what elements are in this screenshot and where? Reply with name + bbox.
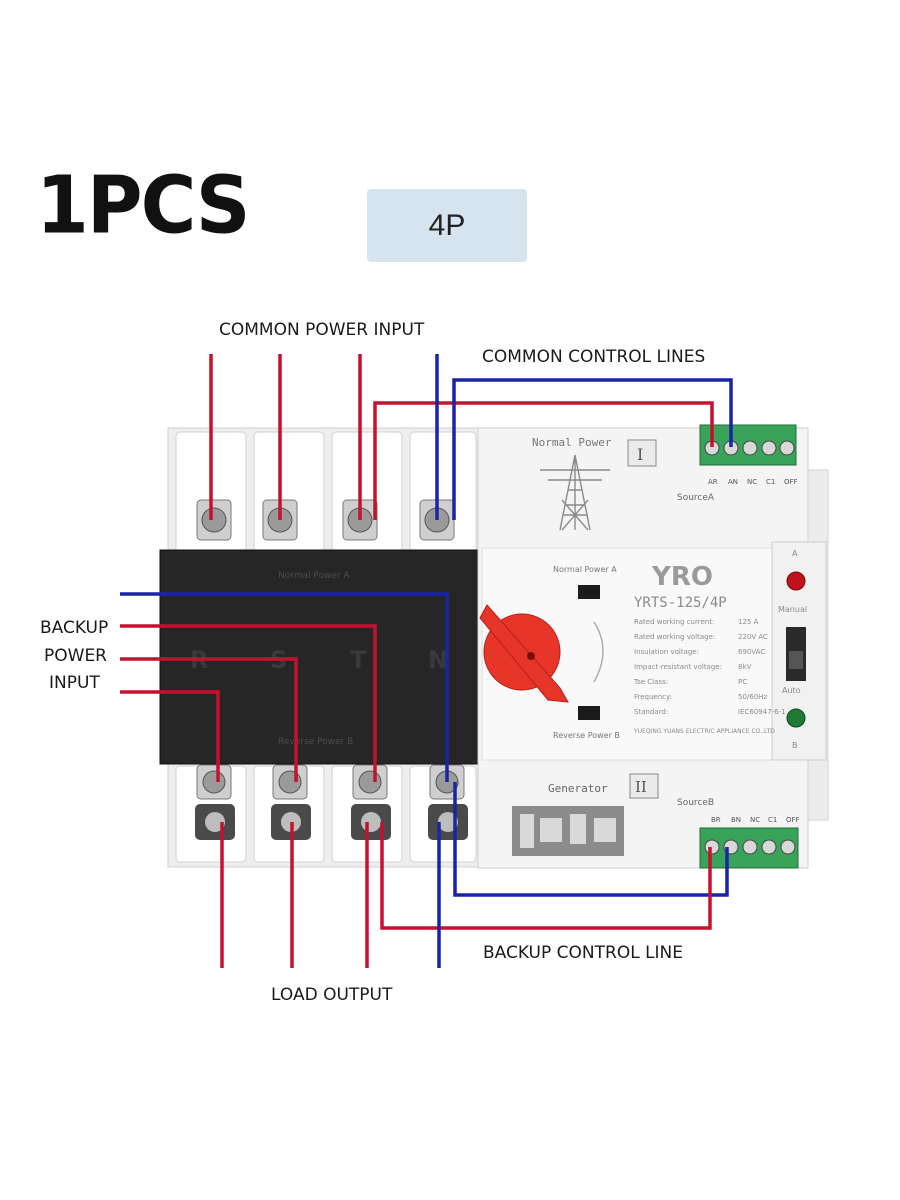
backup-input-wire [120, 657, 298, 782]
terminal-a-label: C1 [766, 478, 775, 486]
backup-control-wire-red [380, 822, 712, 930]
normal-power-module: Normal Power I SourceA [532, 436, 715, 531]
backup-control-wire-blue [453, 782, 729, 897]
spec-key: Insulation voltage: [634, 648, 699, 656]
power-wires [120, 354, 733, 968]
load-output-label: LOAD OUTPUT [271, 985, 393, 1005]
common-control-lines-label: COMMON CONTROL LINES [482, 347, 706, 367]
terminal-b-label: OFF [786, 816, 800, 824]
cover-reverse-power-label: Reverse Power B [278, 737, 353, 747]
panel-reverse-power-label: Reverse Power B [553, 731, 620, 740]
spec-key: Rated working current: [634, 618, 714, 626]
manual-label: Manual [778, 605, 807, 614]
spec-value: 8kV [738, 663, 752, 671]
panel-normal-power-label: Normal Power A [553, 565, 617, 574]
indicator-b-label: B [792, 741, 798, 750]
maker-name: YUEQING YUANS ELECTRIC APPLIANCE CO.,LTD [633, 728, 775, 735]
common-control-wire-red [373, 401, 714, 520]
common-power-input-label: COMMON POWER INPUT [219, 320, 425, 340]
terminal-a-label: AR [708, 478, 718, 486]
terminal-b-label: C1 [768, 816, 777, 824]
quantity-label: 1PCS [36, 157, 251, 252]
pole-badge: 4P [367, 189, 527, 262]
spec-key: Standard: [634, 708, 668, 716]
common-control-wire-blue [452, 378, 733, 520]
brand-logo: YRO [651, 562, 713, 592]
generator-title: Generator [548, 782, 608, 795]
spec-key: Frequency: [634, 693, 672, 701]
spec-value: 50/60Hz [738, 693, 767, 701]
model-number: YRTS-125/4P [634, 595, 727, 611]
spec-table: Rated working current: 125 A Rated working… [633, 618, 786, 716]
phase-letter: N [428, 646, 448, 674]
lamp-a [786, 571, 806, 591]
source-a-label: SourceA [677, 493, 715, 503]
terminal-a-label: NC [747, 478, 757, 486]
generator-icon [512, 806, 624, 856]
control-terminal-a: AR AN NC C1 OFF [699, 424, 798, 486]
bottom-terminal-screws [195, 764, 468, 840]
spec-value: 220V AC [738, 633, 768, 641]
rotate-arrow-icon [593, 621, 604, 683]
roman-two: II [635, 778, 647, 796]
spec-key: Tse Class: [633, 678, 668, 686]
terminal-a-label: OFF [784, 478, 798, 486]
spec-value: PC [738, 678, 747, 686]
terminal-b-label: NC [750, 816, 760, 824]
normal-power-title: Normal Power [532, 436, 612, 449]
roman-one: I [637, 445, 643, 464]
indicator-a-label: A [792, 549, 798, 558]
backup-input-wire [120, 690, 220, 782]
control-panel: Normal Power A Reverse Power B YRO YRTS-… [479, 541, 827, 761]
generator-module: Generator II SourceB [512, 773, 714, 856]
switch-device: R S T N Normal Power A Reverse Power B N… [159, 424, 829, 869]
spec-value: 125 A [738, 618, 759, 626]
spec-value: 690VAC [738, 648, 765, 656]
phase-letter: T [350, 646, 367, 674]
spec-key: Rated working voltage: [634, 633, 715, 641]
terminal-a-label: AN [728, 478, 738, 486]
transmission-tower-icon [540, 454, 610, 531]
backup-input-wire [120, 592, 449, 782]
auto-label: Auto [782, 686, 801, 695]
backup-label-line1: BACKUP [40, 618, 109, 638]
spec-value: IEC60947-6-1 [738, 708, 786, 716]
selector-knob[interactable] [479, 604, 569, 703]
backup-input-wire [120, 624, 377, 782]
source-b-label: SourceB [677, 798, 714, 808]
backup-label-line3: INPUT [49, 673, 100, 693]
control-terminal-b: BR BN NC C1 OFF [699, 816, 800, 869]
terminal-b-label: BN [731, 816, 741, 824]
spec-key: Impact-resistant voltage: [634, 663, 722, 671]
cover-normal-power-label: Normal Power A [278, 571, 350, 581]
terminal-b-label: BR [711, 816, 721, 824]
lamp-b [786, 708, 806, 728]
backup-label-line2: POWER [44, 646, 107, 666]
backup-control-line-label: BACKUP CONTROL LINE [483, 943, 684, 963]
